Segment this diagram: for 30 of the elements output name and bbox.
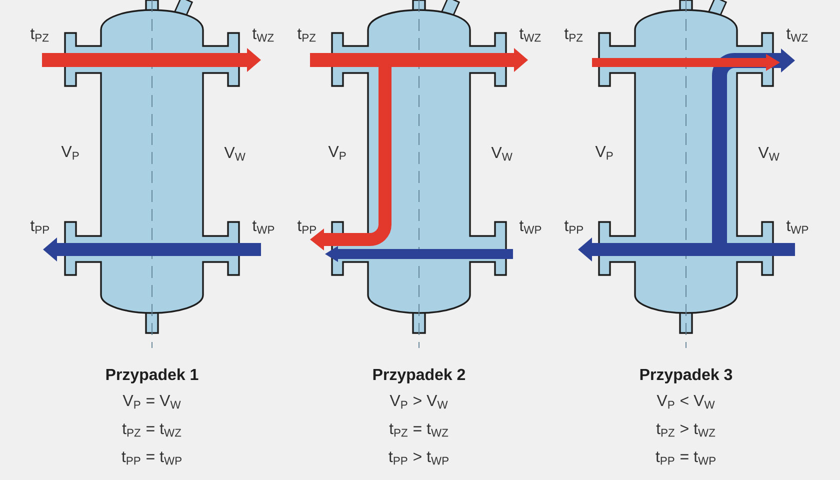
flow-label: V$_{W}$ bbox=[758, 147, 780, 161]
port-label: t$_{WP}$ bbox=[786, 220, 808, 234]
port-label: t$_{PP}$ bbox=[564, 220, 583, 234]
condition-equation: t$_{PZ}$ = t$_{WZ}$ bbox=[389, 424, 448, 437]
case-heading: Przypadek 1 bbox=[106, 368, 198, 384]
condition-equation: V$_{P}$ = V$_{W}$ bbox=[122, 395, 181, 409]
condition-equation: t$_{PZ}$ > t$_{WZ}$ bbox=[656, 424, 716, 437]
flow-label: V$_{W}$ bbox=[224, 147, 246, 161]
port-label: t$_{PZ}$ bbox=[297, 28, 316, 42]
flow-label: V$_{P}$ bbox=[595, 146, 613, 160]
condition-equation: t$_{PP}$ > t$_{WP}$ bbox=[388, 452, 448, 465]
case-heading: Przypadek 3 bbox=[640, 368, 732, 384]
case-heading: Przypadek 2 bbox=[373, 368, 466, 384]
port-label: t$_{WZ}$ bbox=[786, 28, 808, 42]
flow-label: V$_{W}$ bbox=[491, 147, 512, 161]
flow-label: V$_{P}$ bbox=[328, 146, 346, 160]
condition-equation: V$_{P}$ > V$_{W}$ bbox=[390, 395, 448, 409]
port-label: t$_{WP}$ bbox=[252, 220, 274, 234]
port-label: t$_{PZ}$ bbox=[30, 28, 49, 42]
condition-equation: t$_{PP}$ = t$_{WP}$ bbox=[122, 452, 182, 465]
port-label: t$_{PP}$ bbox=[30, 220, 49, 234]
port-label: t$_{WZ}$ bbox=[252, 28, 274, 42]
condition-equation: V$_{P}$ < V$_{W}$ bbox=[656, 395, 715, 409]
condition-equation: t$_{PZ}$ = t$_{WZ}$ bbox=[122, 424, 182, 437]
port-label: t$_{WP}$ bbox=[519, 220, 542, 234]
condition-equation: t$_{PP}$ = t$_{WP}$ bbox=[656, 452, 716, 465]
port-label: t$_{PZ}$ bbox=[564, 28, 583, 42]
flow-label: V$_{P}$ bbox=[61, 146, 79, 160]
port-label: t$_{PP}$ bbox=[297, 220, 316, 234]
port-label: t$_{WZ}$ bbox=[519, 28, 541, 42]
